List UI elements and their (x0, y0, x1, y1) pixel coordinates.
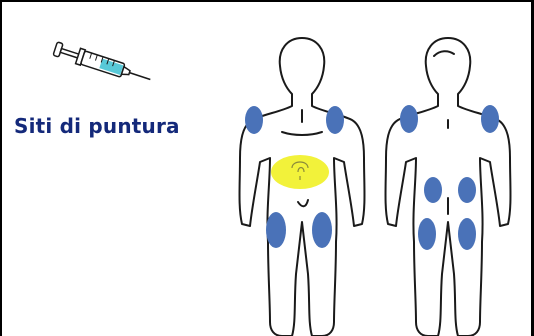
back-figure (386, 38, 511, 336)
syringe-icon (53, 41, 153, 87)
back-upper-arm-right-site (481, 105, 499, 133)
front-thigh-right-site (312, 212, 332, 248)
front-thigh-left-site (266, 212, 286, 248)
back-thigh-left-site (418, 218, 436, 250)
back-buttock-left-site (424, 177, 442, 203)
back-thigh-right-site (458, 218, 476, 250)
back-buttock-right-site (458, 177, 476, 203)
front-abdomen-site (271, 155, 329, 189)
front-upper-arm-right-site (326, 106, 344, 134)
front-upper-arm-left-site (245, 106, 263, 134)
back-upper-arm-left-site (400, 105, 418, 133)
